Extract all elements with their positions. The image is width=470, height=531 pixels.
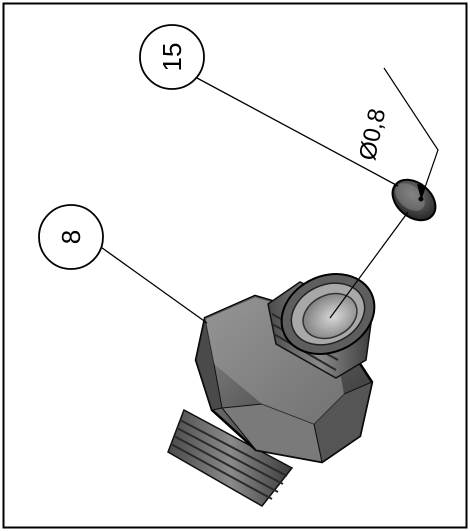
balloon-15-label: 15 [157,43,187,72]
hex-flat-left [195,317,223,411]
balloon-15[interactable]: 15 [139,24,205,90]
dimension-label: Ø0,8 [354,106,391,163]
balloon-8[interactable]: 8 [38,204,104,270]
balloon-15-leader [196,77,399,187]
dimension-leader [383,67,439,200]
lower-thread-ridges [170,419,288,500]
washer-face [395,183,425,211]
assembly-axis-line [329,211,409,319]
washer-part [391,178,437,222]
fitting-part [167,273,376,507]
balloon-8-leader [97,244,208,324]
balloon-8-label: 8 [56,230,86,244]
port-bore [302,292,358,340]
